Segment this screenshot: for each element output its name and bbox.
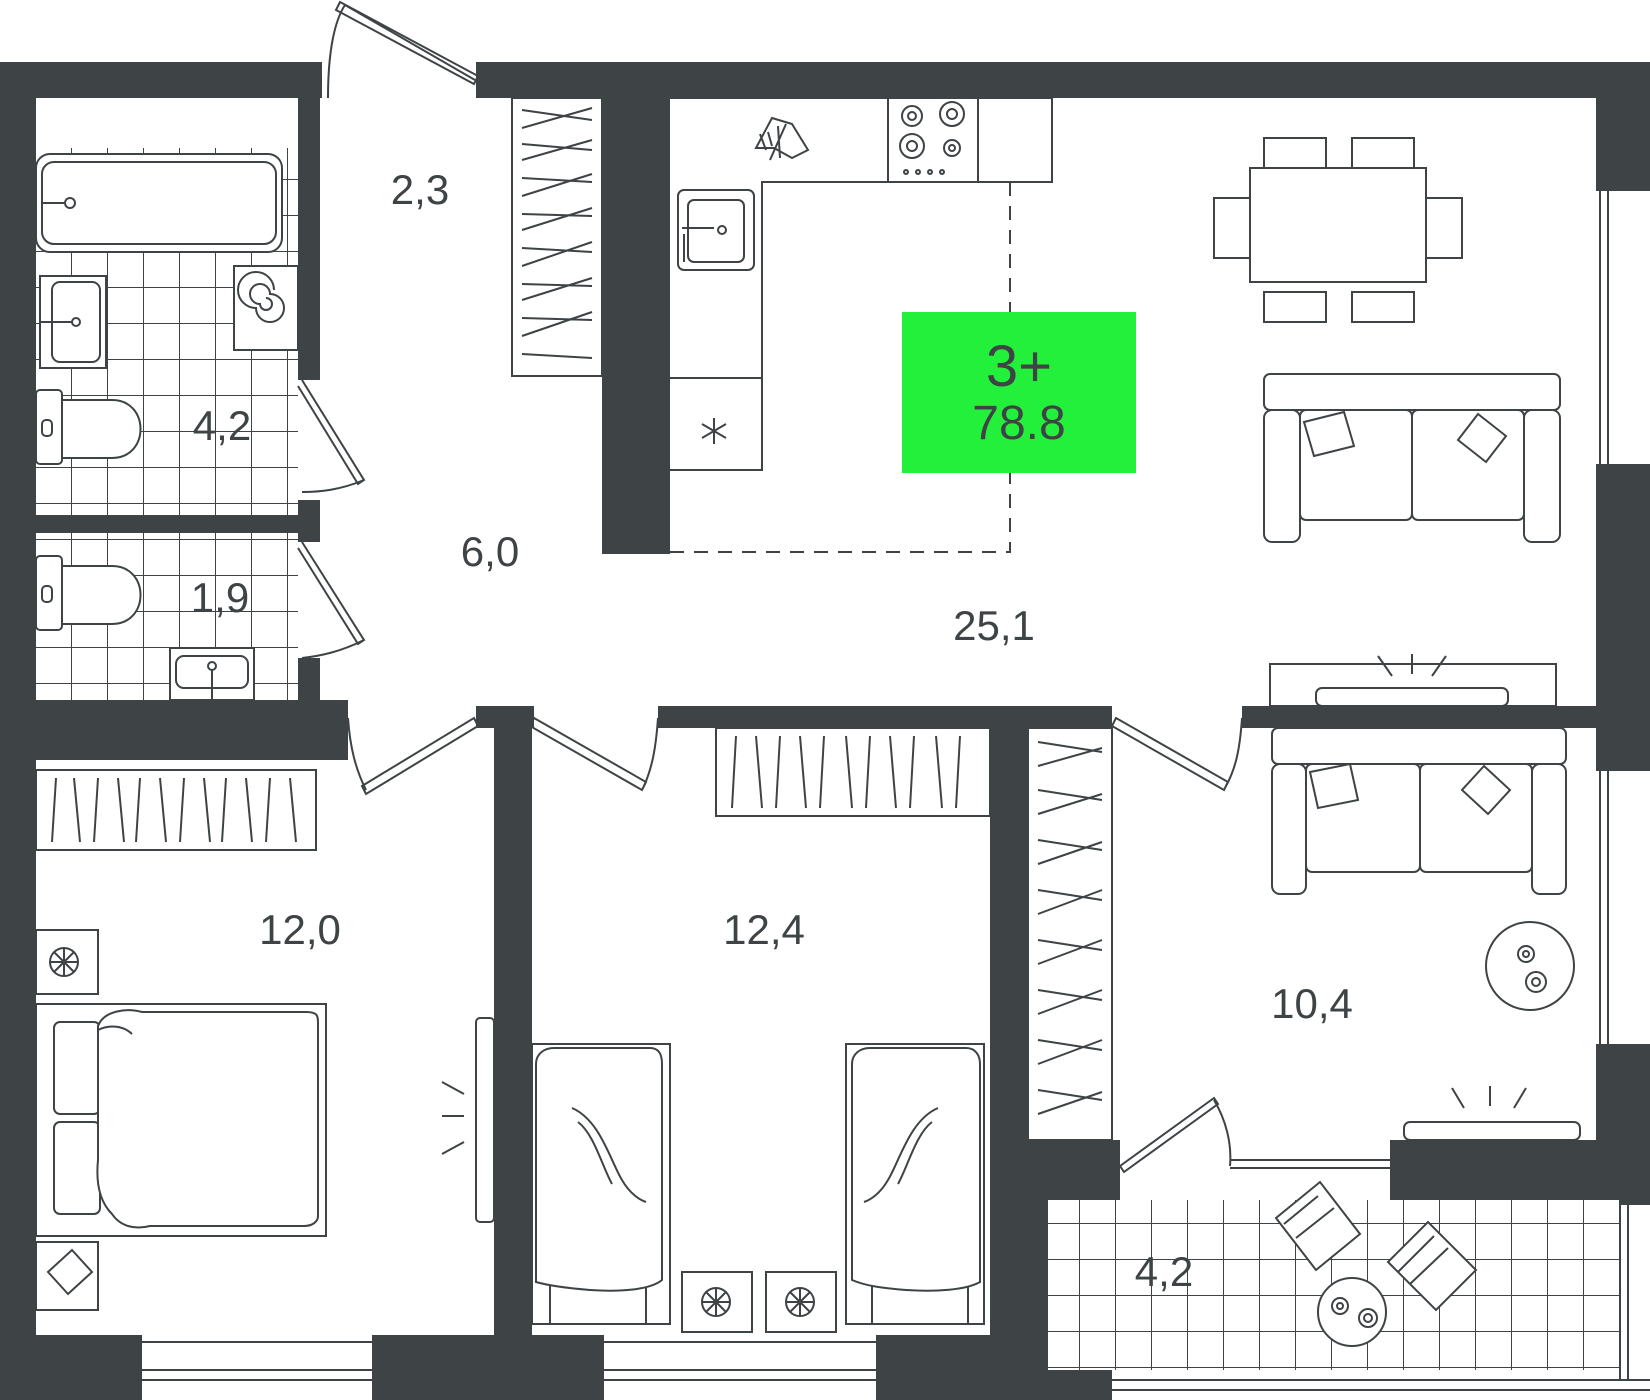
single-bed-right [845, 1043, 985, 1325]
balcony-chair-right [1386, 1220, 1478, 1312]
area-balcony: 4,2 [1135, 1248, 1193, 1295]
wardrobe-middle-bedroom [715, 727, 991, 817]
sofa-right-bedroom [1271, 727, 1567, 895]
nightstand-bottom [35, 1241, 99, 1311]
wardrobe-hall [511, 97, 603, 377]
kitchen-counter [670, 97, 1053, 471]
tv-left-bedroom [441, 1017, 495, 1223]
bathtub [35, 153, 283, 253]
zone-divider [670, 182, 1011, 553]
nightstands-middle [681, 1271, 837, 1333]
area-corridor: 6,0 [461, 528, 519, 575]
wardrobe-left-bedroom [35, 769, 317, 851]
washbasin-wc [169, 647, 255, 701]
area-hall-entry: 2,3 [391, 166, 449, 213]
room-count: 3+ [985, 333, 1053, 399]
balcony-table [1317, 1277, 1387, 1347]
balcony-chair-left [1274, 1180, 1362, 1272]
total-area: 78.8 [972, 396, 1066, 450]
double-bed [35, 1003, 327, 1237]
kitchen-utensils-icon [754, 116, 810, 161]
tv-unit-living [1269, 654, 1557, 707]
tv-right-bedroom [1403, 1086, 1581, 1141]
washing-machine [233, 265, 299, 351]
area-toilet: 1,9 [191, 574, 249, 621]
washbasin-bath [39, 275, 107, 369]
doors [297, 0, 1390, 1174]
dining-table [1213, 137, 1463, 323]
area-bedroom-middle: 12,4 [723, 906, 805, 953]
apartment-badge: 3+ 78.8 [902, 312, 1136, 473]
cooktop [899, 101, 965, 175]
sofa-living [1263, 373, 1561, 543]
area-bedroom-left: 12,0 [259, 906, 341, 953]
single-bed-left [531, 1043, 671, 1325]
toilet-wc [35, 555, 142, 631]
area-bedroom-right: 10,4 [1271, 980, 1353, 1027]
coffee-table-right-bedroom [1485, 921, 1575, 1011]
walls [0, 62, 1650, 1400]
area-labels: 2,3 4,2 1,9 6,0 25,1 12,0 12,4 10,4 4,2 [191, 166, 1353, 1295]
area-kitchen-living: 25,1 [953, 602, 1035, 649]
wardrobe-right-bedroom [1027, 727, 1113, 1141]
nightstand-top [35, 929, 99, 995]
area-bathroom: 4,2 [193, 402, 251, 449]
kitchen-sink [677, 189, 755, 271]
toilet-bath [35, 389, 142, 465]
fridge-icon [701, 418, 727, 444]
